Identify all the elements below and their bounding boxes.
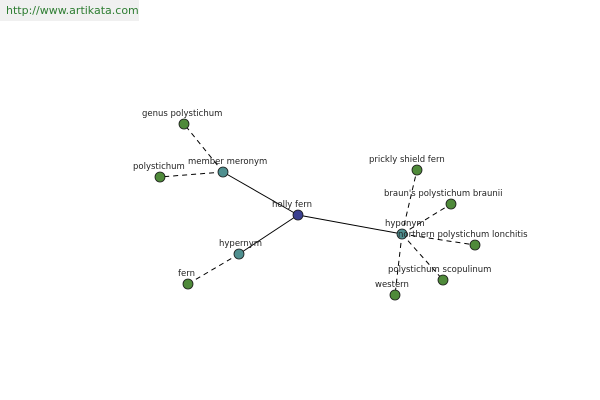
- source-url-banner[interactable]: http://www.artikata.com: [0, 0, 139, 21]
- edge-member-meronym-to-polystichum: [159, 171, 224, 178]
- label-member-meronym[interactable]: member meronym: [188, 157, 267, 167]
- label-prickly-shield-fern[interactable]: prickly shield fern: [369, 155, 445, 165]
- node-prickly-shield-fern[interactable]: [411, 164, 423, 176]
- edge-member-meronym-to-genus-polystichum: [183, 123, 224, 173]
- label-fern[interactable]: fern: [178, 269, 195, 279]
- edge-holly-fern-to-hypernym: [238, 214, 299, 255]
- edge-holly-fern-to-hyponym: [297, 214, 403, 235]
- label-western[interactable]: western: [375, 280, 409, 290]
- edge-hyponym-to-western: [394, 233, 403, 296]
- node-hypernym[interactable]: [233, 248, 245, 260]
- label-hyponym[interactable]: hyponym: [385, 219, 425, 229]
- node-polystichum[interactable]: [154, 171, 166, 183]
- edge-hyponym-to-polystichum-scopulinum: [401, 233, 444, 281]
- node-polystichum-scopulinum[interactable]: [437, 274, 449, 286]
- edges-layer: [159, 123, 476, 296]
- edge-hypernym-to-fern: [187, 253, 240, 285]
- label-brauns-polystichum[interactable]: braun's polystichum braunii: [384, 189, 502, 199]
- node-fern[interactable]: [182, 278, 194, 290]
- edge-holly-fern-to-member-meronym: [222, 171, 299, 216]
- edge-hyponym-to-prickly-shield-fern: [401, 169, 418, 235]
- nodes-layer: [154, 118, 481, 301]
- edge-hyponym-to-brauns-polystichum: [401, 203, 452, 235]
- node-hyponym[interactable]: [396, 228, 408, 240]
- label-polystichum[interactable]: polystichum: [133, 162, 185, 172]
- label-polystichum-scopulinum[interactable]: polystichum scopulinum: [388, 265, 491, 275]
- label-hypernym[interactable]: hypernym: [219, 239, 262, 249]
- label-holly-fern[interactable]: holly fern: [272, 200, 312, 210]
- node-northern-polystichum[interactable]: [469, 239, 481, 251]
- node-holly-fern[interactable]: [292, 209, 304, 221]
- label-genus-polystichum[interactable]: genus polystichum: [142, 109, 222, 119]
- label-northern-polystichum[interactable]: northern polystichum lonchitis: [398, 230, 528, 240]
- node-western[interactable]: [389, 289, 401, 301]
- node-genus-polystichum[interactable]: [178, 118, 190, 130]
- labels-layer: holly fern member meronym hypernym hyponym g…: [133, 109, 528, 290]
- node-brauns-polystichum[interactable]: [445, 198, 457, 210]
- edge-hyponym-to-northern-polystichum: [401, 233, 476, 246]
- node-member-meronym[interactable]: [217, 166, 229, 178]
